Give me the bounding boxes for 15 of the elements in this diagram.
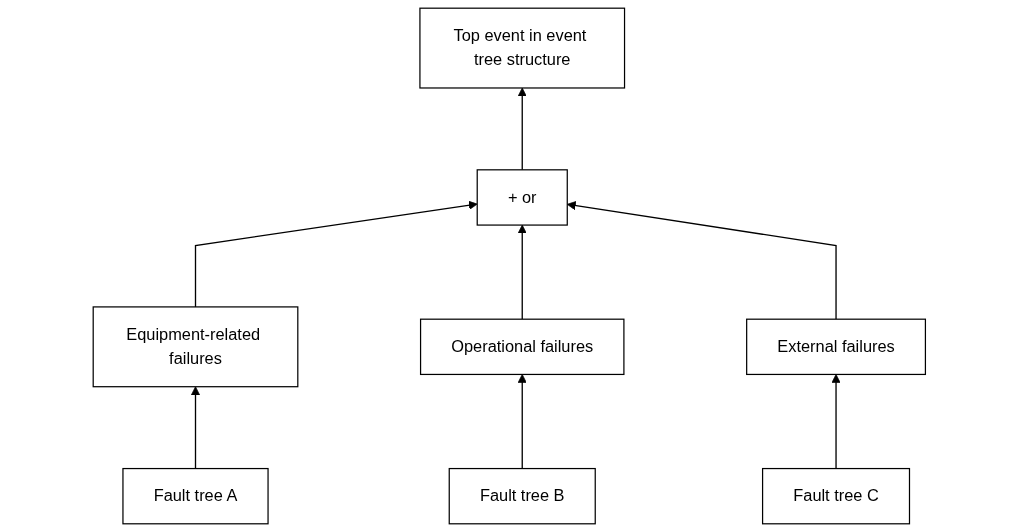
arrow	[567, 201, 837, 320]
node-box: + or	[476, 169, 569, 226]
node-box: Fault tree A	[122, 467, 269, 525]
arrow	[195, 200, 478, 308]
node-box: Fault tree C	[762, 467, 911, 525]
node-box: Operational failures	[420, 318, 625, 376]
arrow	[517, 224, 527, 320]
node-box: External failures	[746, 318, 927, 376]
arrow	[831, 374, 841, 470]
node-box: Top event in event tree structure	[419, 7, 626, 89]
node-box: Fault tree B	[448, 467, 597, 525]
arrow	[517, 374, 527, 470]
arrow	[191, 386, 201, 470]
arrow	[517, 87, 527, 171]
node-box: Equipment-related failures	[92, 306, 299, 388]
